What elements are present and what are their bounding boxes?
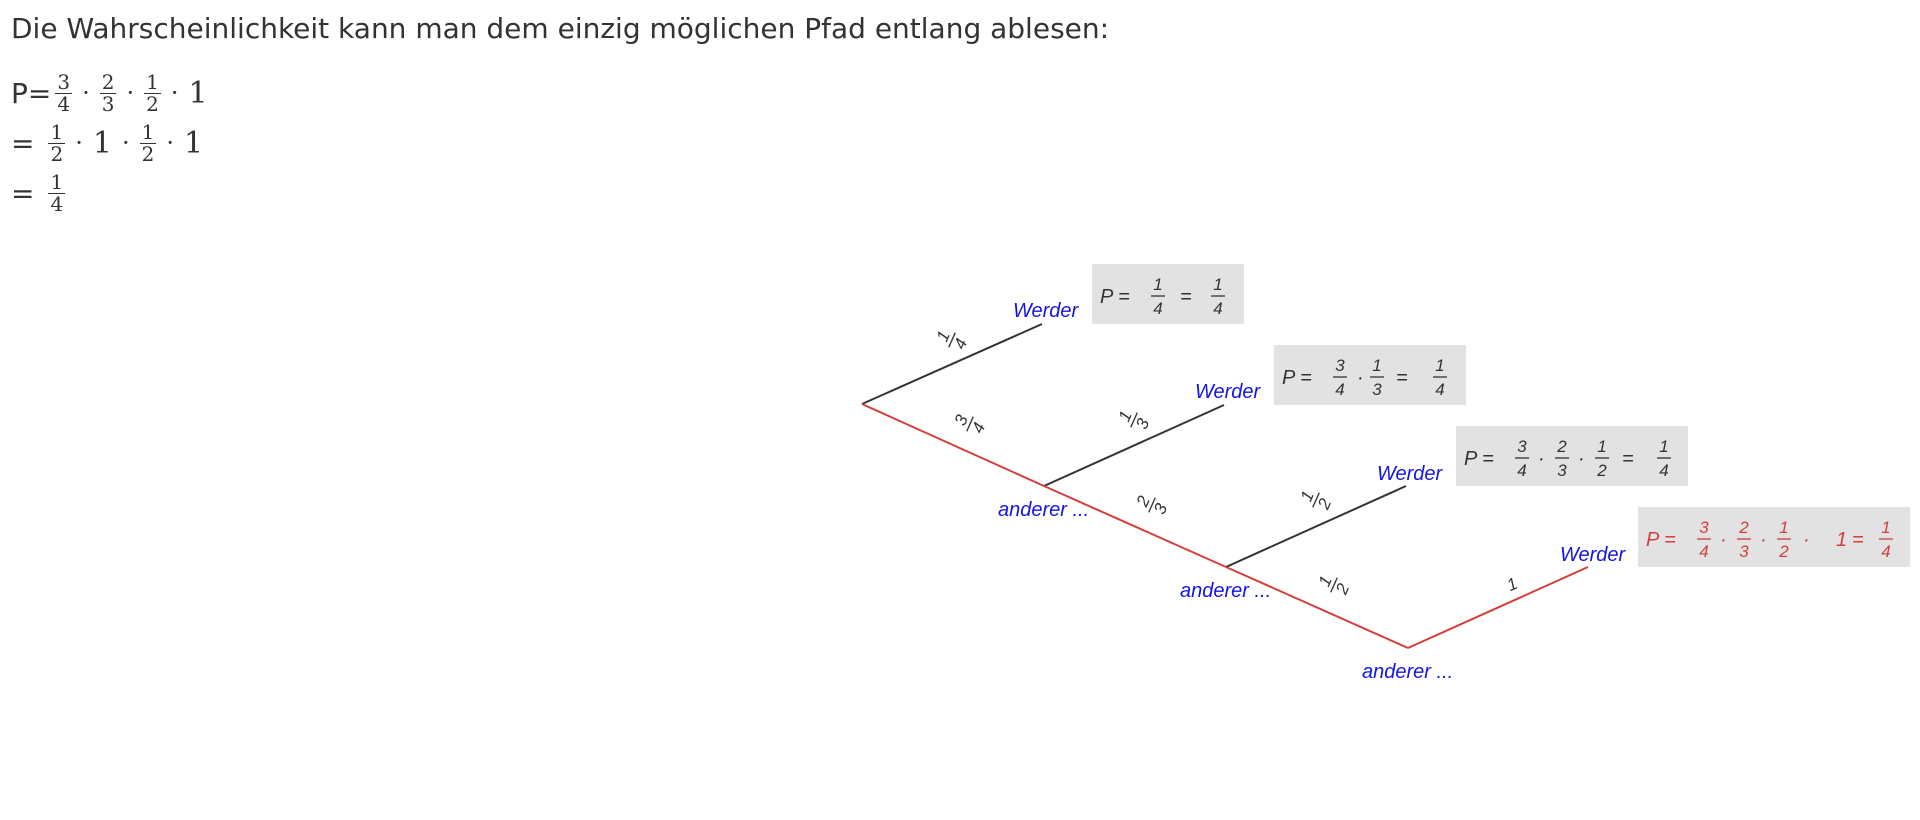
factor-one: 1 [183,125,204,161]
svg-text:3: 3 [1132,415,1153,432]
node-anderer-1: anderer ... [998,499,1089,521]
svg-text:P =: P = [1646,529,1676,551]
svg-text:2: 2 [1556,437,1567,456]
svg-text:4: 4 [1881,542,1890,561]
svg-text:3: 3 [1557,461,1567,480]
factor-one: 1 [188,75,208,111]
node-anderer-2: anderer ... [1180,580,1271,602]
svg-text:2: 2 [1778,542,1789,561]
result-box-3: P = 3 4 · 2 3 · 1 2 = 1 4 [1456,426,1688,486]
svg-text:·: · [1803,529,1810,551]
svg-text:1: 1 [1213,275,1222,294]
edge-prob-2: 3 4 [951,411,990,436]
node-werder-1: Werder [1013,300,1080,322]
svg-text:4: 4 [1335,380,1344,399]
svg-text:3: 3 [1739,542,1749,561]
svg-text:4: 4 [968,420,989,436]
svg-text:1: 1 [1836,529,1847,551]
svg-text:2: 2 [1314,495,1336,513]
factor-one: 1 [92,125,112,161]
edge-prob-6: 1 2 [1315,573,1354,598]
svg-text:=: = [1396,367,1408,389]
times-operator: · [170,79,179,107]
svg-text:·: · [1538,448,1545,470]
edge-prob-5: 1 2 [1297,488,1336,513]
branch-anderer-2 [1043,485,1227,568]
svg-text:=: = [1180,286,1192,308]
svg-text:1: 1 [1779,518,1788,537]
svg-text:·: · [1357,367,1364,389]
calc-prefix: P= [11,76,52,110]
node-werder-2: Werder [1195,381,1262,403]
svg-text:P =: P = [1464,448,1494,470]
times-operator: · [75,129,83,157]
branch-werder-1 [861,323,1043,405]
node-werder-4: Werder [1560,544,1627,566]
svg-text:4: 4 [950,336,971,352]
branch-werder-4 [1407,566,1589,649]
result-box-1: P = 1 4 = 1 4 [1092,264,1244,324]
svg-text:4: 4 [1517,461,1526,480]
svg-text:·: · [1578,448,1585,470]
times-operator: · [82,79,90,107]
times-operator: · [121,129,130,157]
node-anderer-3: anderer ... [1362,661,1453,683]
svg-text:4: 4 [1659,461,1668,480]
svg-text:4: 4 [1213,299,1222,318]
branch-werder-3 [1225,485,1407,568]
svg-text:=: = [1622,448,1634,470]
svg-text:1: 1 [1153,275,1162,294]
branch-werder-2 [1043,404,1225,487]
edge-prob-4: 2 3 [1132,492,1171,517]
svg-text:4: 4 [1153,299,1162,318]
svg-text:P =: P = [1282,367,1312,389]
svg-text:3: 3 [1372,380,1382,399]
result-box-4: P = 3 4 · 2 3 · 1 2 · 1 = 1 4 [1638,507,1910,567]
svg-text:·: · [1720,529,1727,551]
svg-text:2: 2 [1596,461,1607,480]
svg-text:3: 3 [1517,437,1527,456]
branch-anderer-1 [861,403,1045,487]
calc-prefix: = [11,176,35,210]
svg-text:3: 3 [1699,518,1709,537]
times-operator: · [126,79,135,107]
branch-anderer-3 [1225,566,1409,649]
svg-text:3: 3 [1150,500,1171,517]
svg-text:1: 1 [1435,356,1444,375]
svg-text:4: 4 [1699,542,1708,561]
svg-text:1: 1 [1659,437,1668,456]
svg-text:4: 4 [1435,380,1444,399]
svg-text:2: 2 [1332,580,1354,598]
svg-text:1: 1 [1881,518,1890,537]
calc-prefix: = [11,126,35,160]
svg-text:1: 1 [1597,437,1606,456]
edge-prob-7: 1 [1504,574,1520,595]
times-operator: · [166,129,174,157]
edge-prob-1: 1 4 [933,328,972,352]
svg-text:P =: P = [1100,286,1130,308]
svg-text:·: · [1760,529,1767,551]
result-box-2: P = 3 4 · 1 3 = 1 4 [1274,345,1466,405]
edge-prob-3: 1 3 [1115,408,1154,432]
node-werder-3: Werder [1377,463,1444,485]
svg-text:=: = [1852,529,1864,551]
intro-text: Die Wahrscheinlichkeit kann man dem einz… [11,12,1110,45]
svg-text:1: 1 [1372,356,1381,375]
svg-text:3: 3 [1335,356,1345,375]
svg-text:2: 2 [1738,518,1749,537]
